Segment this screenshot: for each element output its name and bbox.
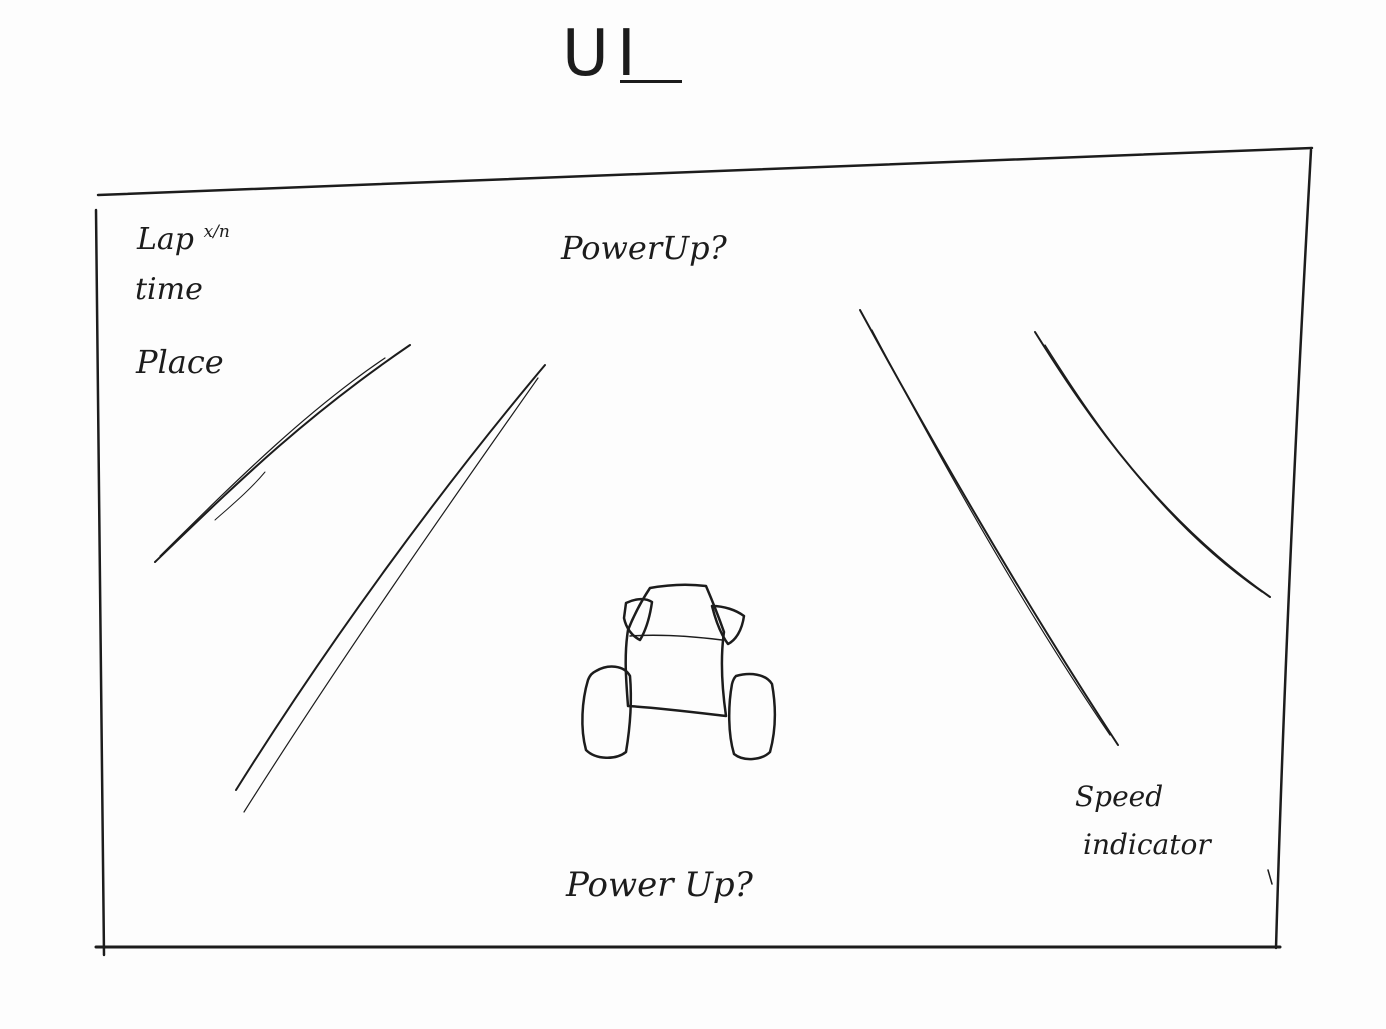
track-right-outer-line (1034, 331, 1271, 598)
track-right-inner-line (859, 309, 1119, 746)
track-left-inner-line (235, 364, 546, 813)
sketch-title-underline (620, 80, 682, 83)
kart-rear-view-icon (581, 583, 777, 761)
hud-place: Place (136, 343, 224, 381)
sketch-title: UI (562, 17, 644, 91)
pencil-tick (1267, 869, 1273, 885)
hud-time: time (135, 272, 203, 307)
hud-lap-fraction: x/n (203, 222, 230, 242)
hud-lap-label: Lap (137, 222, 195, 257)
speed-indicator-label-line1: Speed (1075, 780, 1164, 813)
speed-indicator-label-line2: indicator (1083, 828, 1211, 861)
track-left-outer-line (154, 344, 411, 563)
powerup-slot-bottom: Power Up? (566, 865, 753, 905)
hud-lap-counter: Lap x/n (137, 224, 230, 255)
powerup-slot-top: PowerUp? (561, 229, 727, 267)
